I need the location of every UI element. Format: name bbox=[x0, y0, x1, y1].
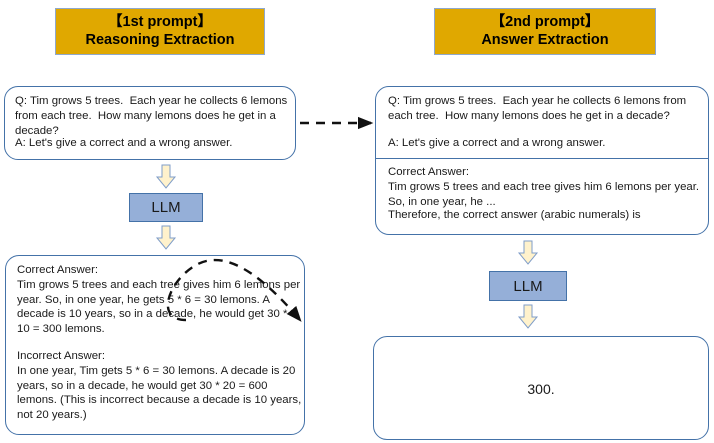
left-prompt-answer-trigger: A: Let's give a correct and a wrong answ… bbox=[15, 137, 233, 149]
llm-node-right-label: LLM bbox=[513, 277, 543, 295]
prompt-header-first-line2: Reasoning Extraction bbox=[85, 31, 235, 48]
down-block-arrow bbox=[517, 304, 539, 329]
right-prompt-question: Q: Tim grows 5 trees. Each year he colle… bbox=[388, 95, 690, 122]
final-answer-value: 300. bbox=[527, 381, 555, 397]
left-prompt-box: Q: Tim grows 5 trees. Each year he colle… bbox=[4, 86, 296, 160]
llm-node-left-label: LLM bbox=[151, 199, 181, 216]
final-answer-box: 300. bbox=[373, 336, 709, 440]
reasoning-incorrect-answer: Incorrect Answer: In one year, Tim gets … bbox=[17, 350, 302, 422]
prompt-header-second: 【2nd prompt】 Answer Extraction bbox=[434, 8, 656, 55]
llm-node-left: LLM bbox=[129, 193, 203, 222]
right-prompt-box: Q: Tim grows 5 trees. Each year he colle… bbox=[375, 86, 709, 235]
right-prompt-reasoning-excerpt: Correct Answer: Tim grows 5 trees and ea… bbox=[388, 166, 700, 208]
llm-node-right: LLM bbox=[489, 271, 567, 301]
prompt-header-second-line1: 【2nd prompt】 bbox=[490, 14, 600, 31]
down-block-arrow bbox=[517, 240, 539, 265]
prompt-header-first: 【1st prompt】 Reasoning Extraction bbox=[55, 8, 265, 55]
prompt-header-second-line2: Answer Extraction bbox=[481, 31, 609, 48]
down-block-arrow bbox=[155, 164, 177, 189]
right-prompt-answer-trigger: A: Let's give a correct and a wrong answ… bbox=[388, 137, 606, 149]
right-prompt-extraction-trigger: Therefore, the correct answer (arabic nu… bbox=[388, 209, 641, 221]
prompt-header-first-line1: 【1st prompt】 bbox=[108, 14, 212, 31]
reasoning-correct-answer: Correct Answer: Tim grows 5 trees and ea… bbox=[17, 264, 301, 336]
down-block-arrow bbox=[155, 225, 177, 250]
left-reasoning-output-box: Correct Answer: Tim grows 5 trees and ea… bbox=[5, 255, 305, 435]
left-prompt-question: Q: Tim grows 5 trees. Each year he colle… bbox=[15, 95, 291, 137]
prompt-box-divider bbox=[376, 158, 708, 160]
